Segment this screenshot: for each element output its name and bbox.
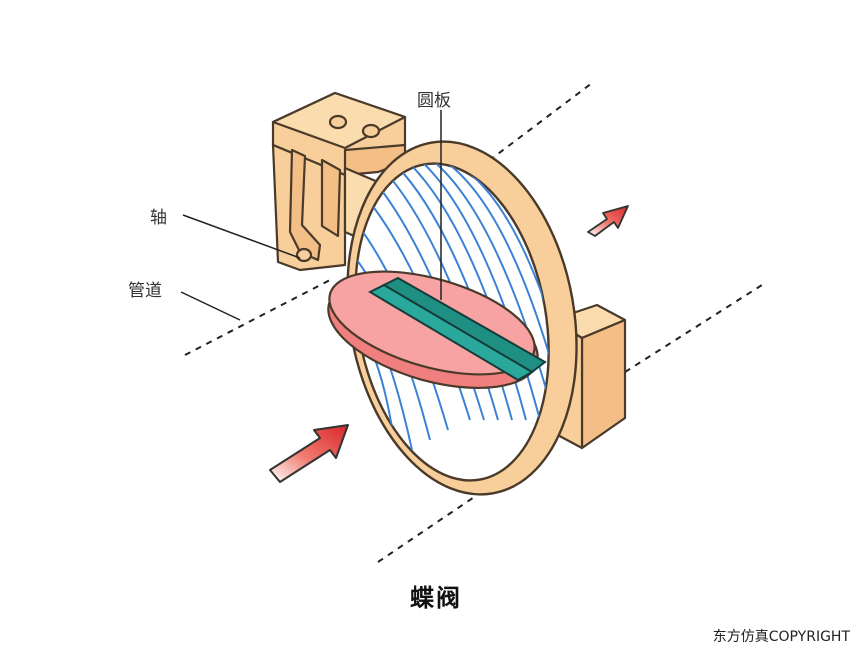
flow-arrow-out-icon <box>587 205 629 237</box>
shaft-leader-line <box>182 214 301 259</box>
valve-shaft-bar-side <box>367 283 534 382</box>
pipe-leader-line <box>180 291 241 321</box>
flow-arrow-in-icon <box>269 424 349 483</box>
shaft-label: 轴 <box>150 208 167 228</box>
copyright-watermark: 东方仿真COPYRIGHT <box>712 629 850 645</box>
pipe-label: 管道 <box>128 281 162 301</box>
diagram-caption: 蝶阀 <box>410 583 462 612</box>
disc-label: 圆板 <box>417 91 451 111</box>
